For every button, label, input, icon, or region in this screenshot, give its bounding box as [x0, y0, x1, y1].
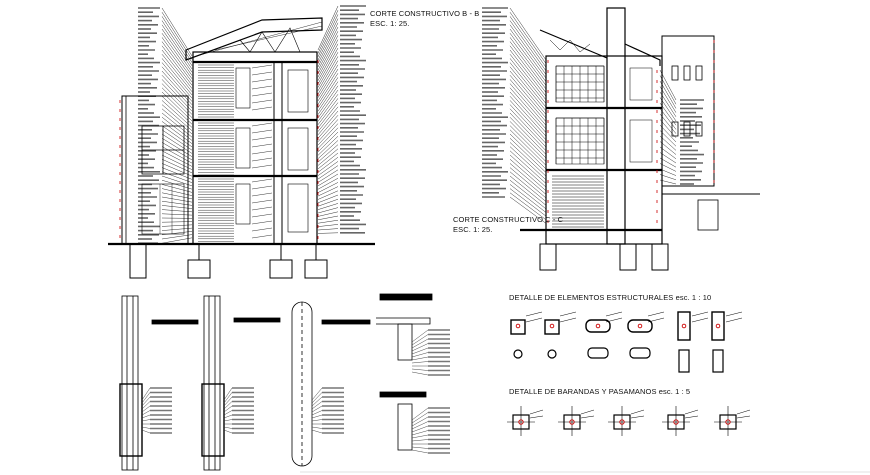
section-cc-foundations — [539, 243, 669, 271]
section-bb-interior-hatch — [198, 64, 273, 245]
section-cc-drawing — [482, 7, 760, 271]
railing-elements — [507, 406, 751, 436]
section-cc-right-annotations — [659, 69, 704, 185]
wall-details — [119, 293, 870, 473]
section-bb-right-annotations — [317, 5, 366, 234]
section-cc-red-marks — [547, 40, 715, 228]
section-cc-glazing — [552, 65, 653, 228]
section-cc-stack — [606, 7, 626, 245]
section-bb-scale: ESC. 1: 25. — [370, 19, 410, 28]
section-bb-glazed-block — [121, 95, 189, 245]
structural-details-title: DETALLE DE ELEMENTOS ESTRUCTURALES esc. … — [509, 293, 712, 302]
section-bb-foundations — [129, 243, 328, 279]
section-bb-left-annotations — [138, 7, 193, 244]
section-bb-red-marks — [119, 60, 319, 240]
section-bb-drawing — [108, 5, 375, 279]
section-bb-roof — [185, 17, 323, 61]
section-cc-left-annotations — [482, 7, 547, 224]
section-cc-slabs — [520, 106, 760, 232]
railing-details-title: DETALLE DE BARANDAS Y PASAMANOS esc. 1 :… — [509, 387, 691, 396]
section-cc-annex — [661, 35, 719, 231]
section-cc-title: CORTE CONSTRUCTIVO C - C — [453, 215, 564, 224]
section-cc-scale: ESC. 1: 25. — [453, 225, 493, 234]
section-bb-title: CORTE CONSTRUCTIVO B - B — [370, 9, 480, 18]
structural-elements — [510, 311, 743, 373]
section-bb-openings — [235, 67, 309, 233]
